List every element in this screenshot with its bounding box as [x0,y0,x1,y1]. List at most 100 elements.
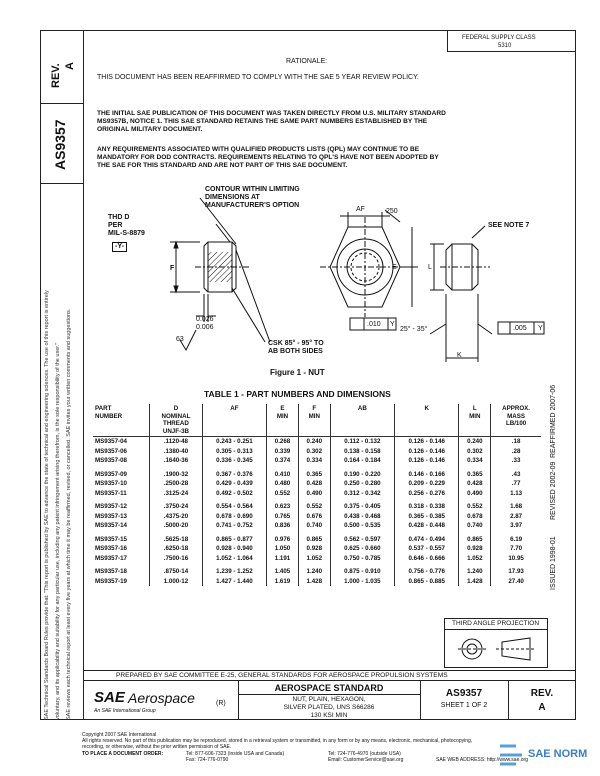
table-cell: MS9357-11 [95,489,127,497]
table-cell: .5625-18 [149,530,203,544]
table-cell: 0.676 [297,511,331,521]
table-cell: 10.95 [490,553,541,563]
thread-label-1: THD D [108,214,130,221]
table-cell: 27.40 [490,576,541,586]
table-header-cell: D NOMINAL THREAD UNJF-3B [149,404,203,437]
table-cell: MS9357-09 [95,470,127,478]
table-cell: 1.428 [297,576,331,586]
table-cell: 0.190 - 0.220 [329,465,395,479]
table-cell: 0.112 - 0.132 [329,436,395,447]
table-cell: 0.312 - 0.342 [329,488,395,498]
title-divider-2 [420,681,421,720]
table-cell: 0.562 - 0.597 [329,530,395,544]
angle-range: 25° - 35° [400,326,428,333]
table-cell: .1380-40 [149,446,203,456]
table-header-cell: F MIN [297,404,331,437]
watermark-text: SAE NORM [528,748,588,760]
table-cell: 0.756 - 0.776 [394,563,459,577]
third-angle-symbol [458,637,536,661]
table-cell: 0.164 - 0.184 [329,456,395,466]
issued-date: ISSUED 1998-01 [550,536,557,590]
table-cell: .1640-36 [149,456,203,466]
tol-datum-y: Y [390,321,395,328]
datum-y-box: -Y- [112,242,127,252]
table-cell: .3125-24 [149,488,203,498]
intro-para2-line2: MANDATORY FOR DOD CONTRACTS. REQUIREMENT… [97,154,439,161]
intro-para1-line3: ORIGINAL MILITARY DOCUMENT. [97,126,203,133]
table-cell: 0.438 - 0.468 [329,511,395,521]
table-cell: 6.19 [490,530,541,544]
table-cell: 0.741 - 0.752 [201,521,267,531]
prepared-by: PREPARED BY SAE COMMITTEE E-25, GENERAL … [116,672,448,679]
table-cell: 0.474 - 0.494 [394,530,459,544]
table-cell: 1.191 [266,553,299,563]
title-divider-1 [238,681,239,720]
table-cell: 0.126 - 0.146 [394,436,459,447]
table-cell: 0.552 [266,488,299,498]
table-cell: .2500-28 [149,479,203,489]
table-cell: 0.334 [458,456,491,466]
table-cell: 0.336 - 0.345 [201,456,267,466]
table-cell: 0.302 [458,446,491,456]
dim-af: AF [356,206,365,213]
order-web: SAE WEB ADDRESS: http://www.sae.org [436,757,528,763]
table-cell: 0.302 [297,446,331,456]
fsc-box [447,30,576,52]
table-cell: 0.318 - 0.338 [394,498,459,512]
footer-doc-number: AS9357 [445,688,483,699]
sheet-number: SHEET 1 OF 2 [440,702,488,709]
table-cell: 0.928 [458,544,491,554]
table-cell: 0.256 - 0.276 [394,488,459,498]
table-cell: .43 [490,465,541,479]
table-cell: 0.500 - 0.535 [329,521,395,531]
table-cell: 0.146 - 0.166 [394,465,459,479]
tol-010: .010 [367,321,381,328]
sae-logo: SAE [94,689,125,706]
aerospace-wordmark: Aerospace [128,690,195,706]
thread-label-2: PER [108,222,123,229]
table-cell: MS9357-18 [95,568,127,575]
contour-note-3: MANUFACTURER'S OPTION [205,202,300,209]
table-header-cell: AB [329,404,395,437]
docnum-cell [40,104,84,184]
desc-line-2: SILVER PLATED, UNS S66286 [283,704,375,711]
order-email: Email: CustomerService@sae.org [328,757,404,763]
table-cell: 0.865 - 0.885 [394,576,459,586]
sae-rules-notice-3: SAE reviews each technical report at lea… [66,308,72,720]
table-header-cell: K [394,404,459,437]
table-cell: 0.428 - 0.448 [394,521,459,531]
fsc-label: FEDERAL SUPPLY CLASS [462,35,536,41]
desc-line-1: NUT, PLAIN, HEXAGON, [292,696,366,703]
table-cell: 0.875 - 0.910 [329,563,395,577]
table-cell: .4375-20 [149,511,203,521]
table-cell: 0.928 [297,544,331,554]
table-cell: 17.93 [490,563,541,577]
dim-250: 250 [386,208,398,215]
table-cell: 1.240 [297,563,331,577]
fsc-code: 5310 [498,43,512,49]
table-cell: 0.750 - 0.785 [329,553,395,563]
table-header-cell: AF [201,404,267,437]
table-cell: MS9357-08 [95,457,127,464]
rationale-text: THIS DOCUMENT HAS BEEN REAFFIRMED TO COM… [97,74,419,81]
order-fax: Fax: 724-776-0790 [186,757,229,763]
contour-note-2: DIMENSIONS AT [205,194,260,201]
table-cell: 0.410 [266,465,299,479]
dim-0006: 0.006 [196,324,214,331]
nut-drawing [170,197,545,362]
rev-label-vertical: REV. [50,63,62,88]
third-angle-box [444,618,548,668]
sae-rules-notice-2: voluntary, and its applicability and sui… [55,342,61,720]
table-cell: 1.240 [458,563,491,577]
table-cell: .8750-14 [149,563,203,577]
rationale-title: RATIONALE: [286,58,328,65]
table-cell: MS9357-19 [95,577,127,585]
